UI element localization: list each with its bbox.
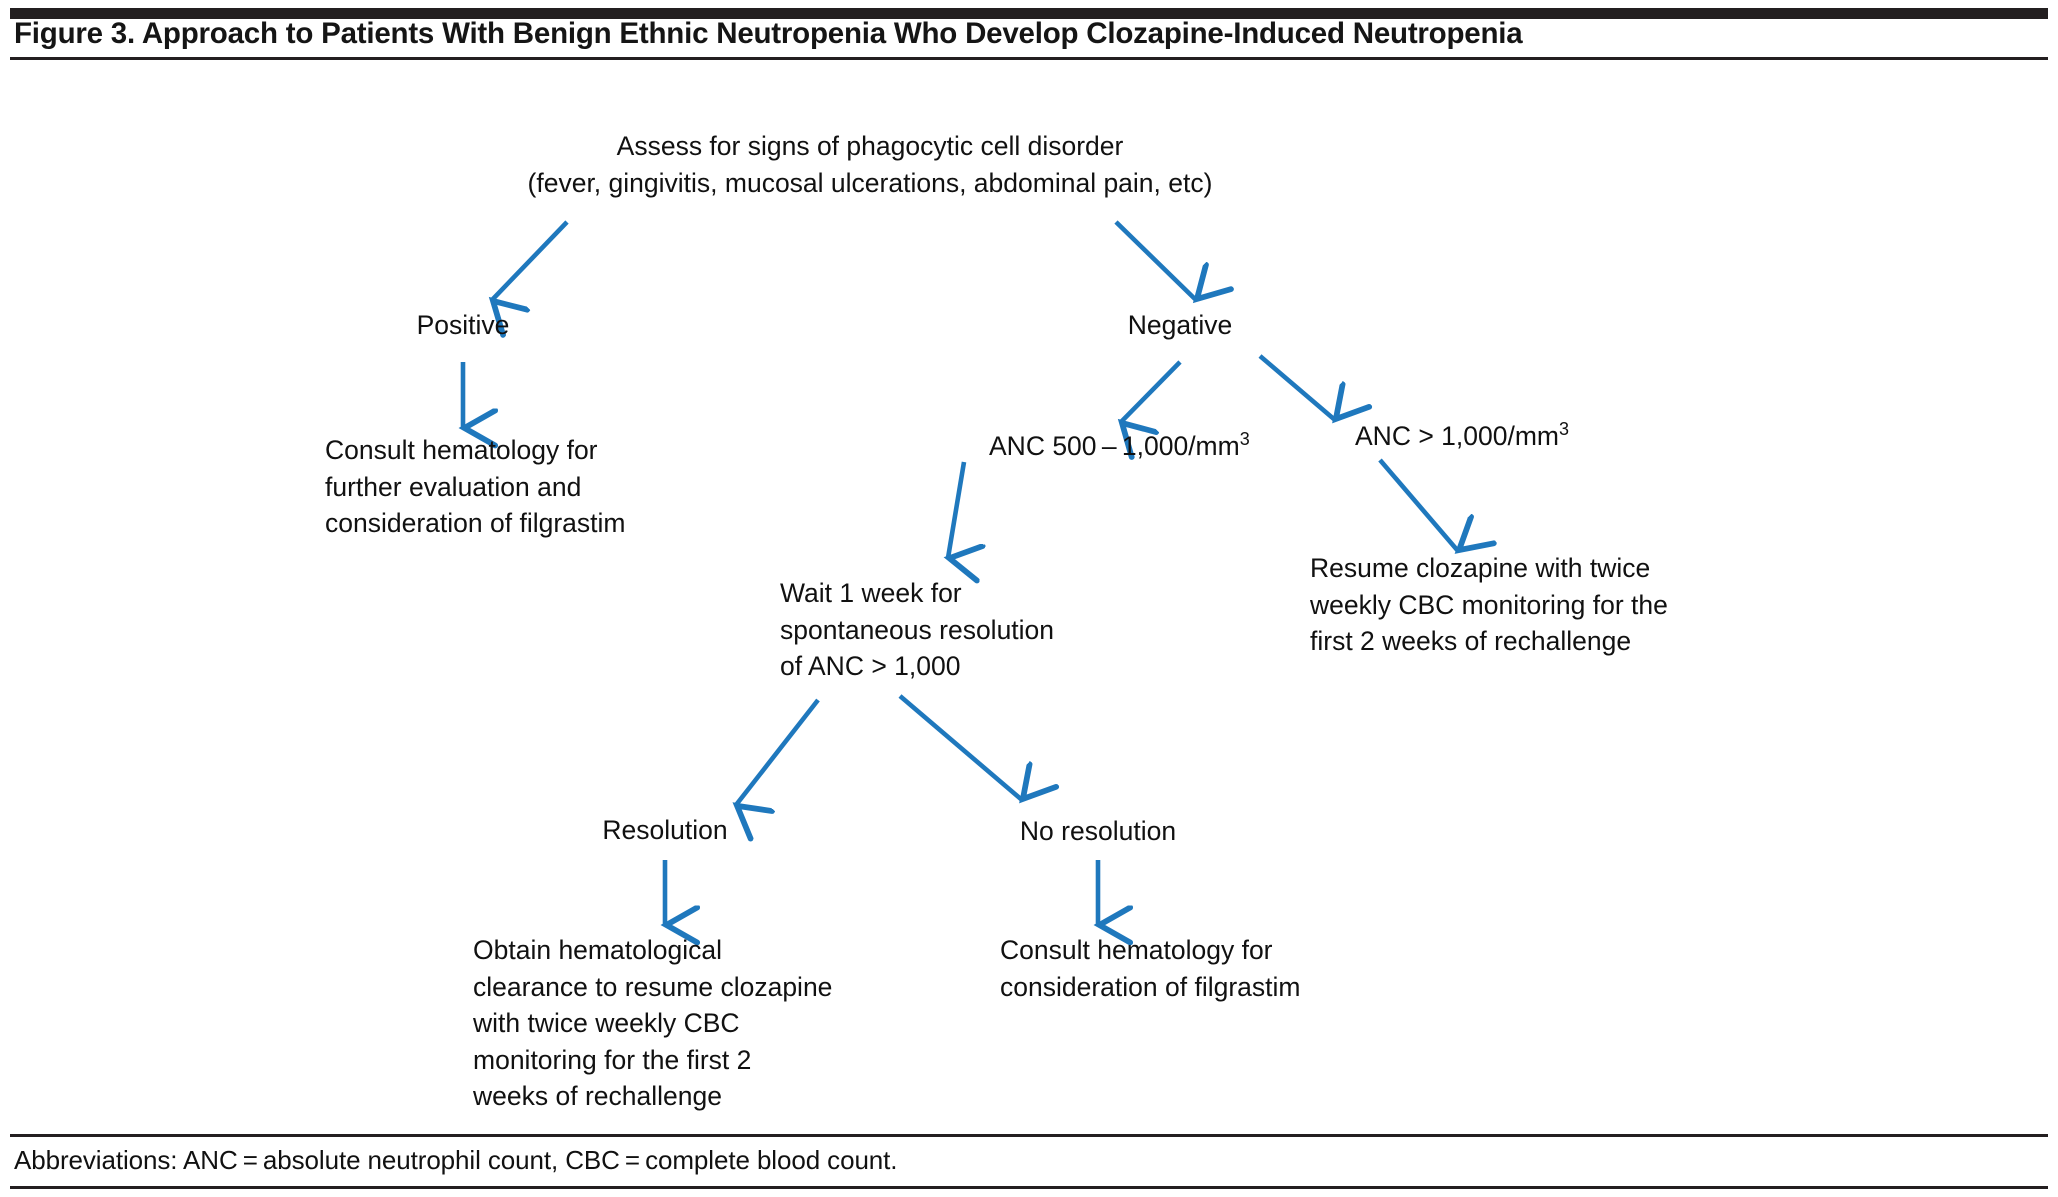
footer-rule-top (10, 1134, 2048, 1137)
node-anc-500-1000-superscript: 3 (1239, 429, 1250, 450)
edge-negative-to-anc-500-1000 (1121, 360, 1182, 422)
edge-anc-500-1000-to-wait-1-week (948, 461, 964, 558)
abbreviations-note: Abbreviations: ANC = absolute neutrophil… (14, 1145, 898, 1175)
node-obtain-hematological-clearance: Obtain hematological clearance to resume… (473, 935, 833, 1111)
node-anc-500-1000-text: ANC 500 – 1,000/mm (989, 431, 1240, 461)
edge-root-to-negative (1114, 220, 1196, 300)
edge-root-to-positive (492, 220, 569, 300)
node-negative: Negative (1127, 310, 1233, 340)
header-rule-thin (10, 57, 2048, 60)
node-anc-gt-1000-superscript: 3 (1558, 419, 1570, 440)
edge-anc-gt-1000-to-resume-clozapine (1378, 458, 1458, 551)
edge-wait-1-week-to-no-resolution (898, 694, 1022, 800)
node-anc-500-1000: ANC 500 – 1,000/mm3 (989, 428, 1309, 465)
edge-negative-to-anc-gt-1000 (1258, 354, 1335, 420)
node-wait-1-week: Wait 1 week for spontaneous resolution o… (780, 578, 1055, 681)
node-positive: Positive (416, 310, 510, 340)
node-root: Assess for signs of phagocytic cell diso… (527, 131, 1213, 198)
node-anc-gt-1000-text: ANC > 1,000/mm (1355, 421, 1559, 451)
node-consult-hematology-filgrastim: Consult hematology for consideration of … (1000, 935, 1301, 1002)
footer-rule-bottom (10, 1186, 2048, 1189)
edge-wait-1-week-to-resolution (736, 698, 820, 805)
node-anc-gt-1000: ANC > 1,000/mm3 (1355, 418, 1655, 455)
header-rule-thick (10, 8, 2048, 19)
node-consult-hematology-filgrastim-eval: Consult hematology for further evaluatio… (325, 435, 626, 538)
node-resume-clozapine: Resume clozapine with twice weekly CBC m… (1310, 553, 1668, 656)
node-resolution: Resolution (602, 815, 728, 845)
node-no-resolution: No resolution (1019, 816, 1177, 846)
figure-title: Figure 3. Approach to Patients With Beni… (14, 17, 1523, 50)
